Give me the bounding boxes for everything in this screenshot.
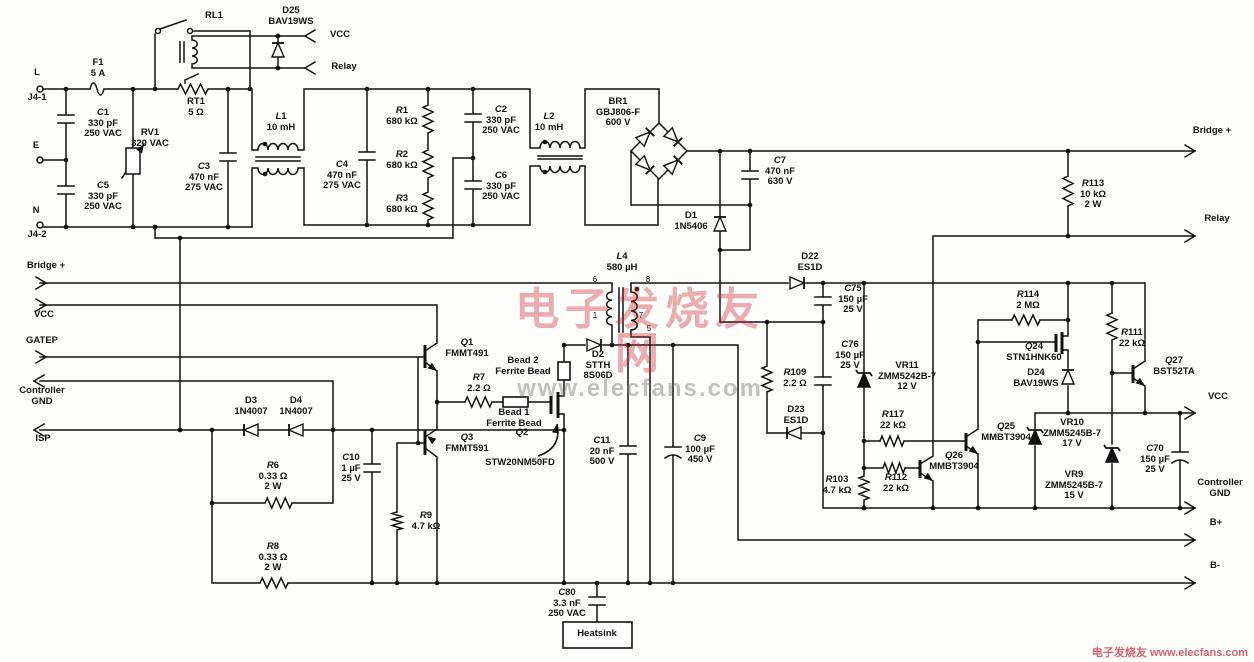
label-pin6: 6 [592, 275, 598, 284]
label-out-relay: Relay [1204, 213, 1230, 224]
label-q2: Q2 [515, 427, 529, 438]
label-term-e: E [32, 140, 40, 151]
heatsink-box-label: Heatsink [577, 628, 617, 639]
label-pin8: 8 [645, 275, 651, 284]
label-out-vcc: VCC [1207, 391, 1229, 402]
label-term-j42: J4-2 [27, 229, 47, 240]
label-out-b-minus: B- [1209, 560, 1221, 571]
label-term-j41: J4-1 [27, 92, 47, 103]
label-pin1: 1 [592, 311, 598, 320]
label-rl1: RL1 [205, 10, 223, 21]
label-term-n: N [32, 205, 40, 216]
label-out-isp: ISP [35, 433, 51, 444]
label-in-gatep: GATEP [25, 335, 59, 346]
label-in-vcc: VCC [33, 309, 55, 320]
label-q2-part: STW20NM50FD [485, 457, 555, 468]
label-term-l: L [34, 67, 40, 78]
label-pin7: 7 [638, 311, 644, 320]
label-pin5: 5 [646, 324, 652, 333]
label-in-bridge-plus: Bridge + [26, 260, 66, 271]
watermark-corner: 电子发烧友 www.elecfans.com [1091, 647, 1248, 659]
label-relay-top: Relay [331, 61, 357, 72]
label-out-bridge-plus: Bridge + [1192, 125, 1232, 136]
label-out-b-plus: B+ [1209, 517, 1223, 528]
label-vcc-top: VCC [329, 29, 351, 40]
